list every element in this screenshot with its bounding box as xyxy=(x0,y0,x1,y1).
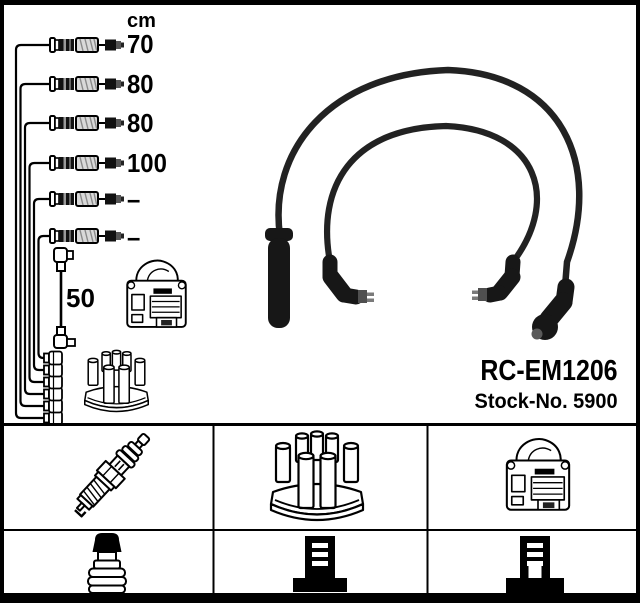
ignition-lead-row xyxy=(49,115,125,131)
lead-length-value: 100 xyxy=(127,148,167,178)
legend-cell-plug-boot xyxy=(87,533,127,594)
ignition-lead-row xyxy=(49,37,125,53)
ignition-coil-drawing xyxy=(126,259,187,328)
ignition-lead-row xyxy=(49,76,125,92)
lead-length-value: 80 xyxy=(127,69,154,99)
outer-lead-right-boot xyxy=(531,278,575,340)
distributor-cap-drawing xyxy=(84,349,149,413)
lead-length-value: 70 xyxy=(127,29,154,59)
ignition-lead-row xyxy=(49,228,125,244)
legend-cell-distributor-terminal-2 xyxy=(506,536,564,593)
stock-number: Stock-No. 5900 xyxy=(474,390,618,413)
ignition-lead-set-photo xyxy=(265,66,583,340)
coil-lead-drawing xyxy=(53,247,76,349)
legend-cell-ignition-coil xyxy=(505,437,571,511)
lead-length-value: – xyxy=(127,184,141,214)
outer-lead-left-boot xyxy=(265,228,293,328)
legend-cell-spark-plug xyxy=(65,426,158,522)
inner-lead-cable xyxy=(324,122,540,264)
cable-bundle xyxy=(14,43,50,420)
length-unit-header: cm xyxy=(127,10,156,32)
outer-lead-cable xyxy=(275,66,583,288)
legend-cell-distributor-terminal xyxy=(293,536,347,592)
legend-grid xyxy=(4,423,636,593)
ignition-lead-row xyxy=(49,155,125,171)
lead-length-value: – xyxy=(127,222,141,252)
lead-length-value: 80 xyxy=(127,108,154,138)
cable-length-diagram xyxy=(14,37,187,426)
part-number: RC-EM1206 xyxy=(480,355,618,387)
coil-lead-length-value: 50 xyxy=(66,283,95,313)
legend-cell-distributor-cap xyxy=(269,430,365,522)
inner-lead-left-boot xyxy=(322,254,374,305)
distributor-end-connectors xyxy=(43,350,63,426)
inner-lead-right-boot xyxy=(472,254,521,303)
ignition-lead-row xyxy=(49,191,125,207)
